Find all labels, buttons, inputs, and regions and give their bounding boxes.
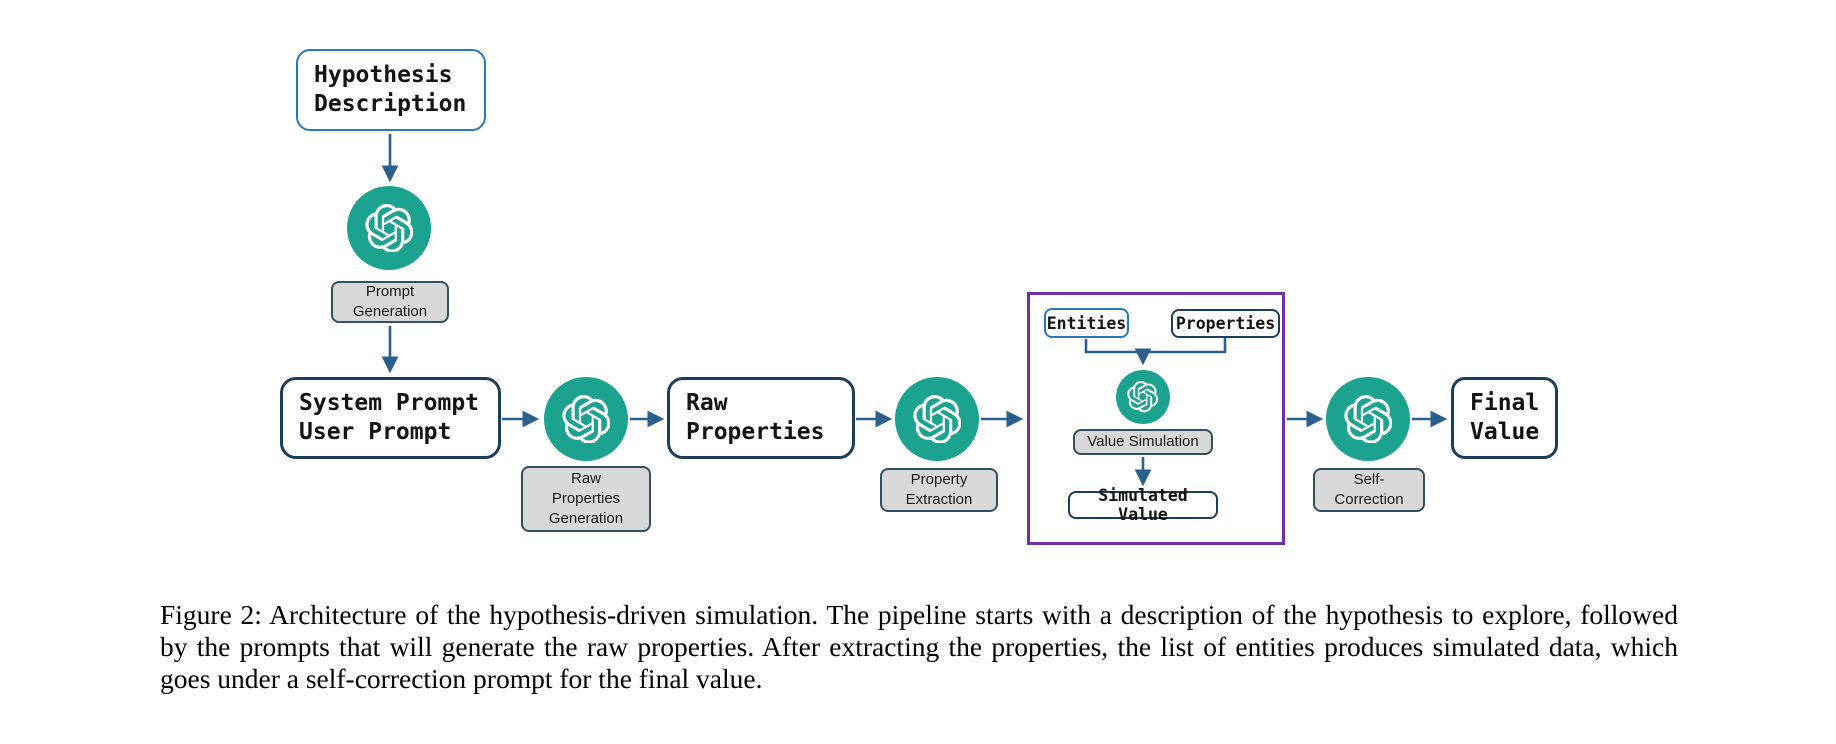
raw-properties-generation-label: Raw Properties Generation	[521, 466, 651, 532]
entities-node: Entities	[1044, 308, 1129, 338]
value-simulation-label: Value Simulation	[1073, 429, 1213, 455]
self-correction-llm-icon	[1326, 377, 1410, 461]
value-simulation-llm-icon	[1116, 370, 1170, 424]
hypothesis-description-node: Hypothesis Description	[296, 49, 486, 131]
system-user-prompt-node: System Prompt User Prompt	[280, 377, 501, 459]
properties-node: Properties	[1171, 309, 1280, 338]
final-value-node: Final Value	[1451, 377, 1558, 459]
raw-properties-generation-llm-icon	[544, 377, 628, 461]
property-extraction-llm-icon	[895, 377, 979, 461]
prompt-generation-label: Prompt Generation	[331, 281, 449, 323]
prompt-generation-llm-icon	[347, 186, 431, 270]
raw-properties-node: Raw Properties	[667, 377, 855, 459]
figure-caption: Figure 2: Architecture of the hypothesis…	[160, 599, 1678, 694]
simulation-group-box	[1027, 292, 1285, 545]
self-correction-label: Self- Correction	[1313, 468, 1425, 512]
simulated-value-node: Simulated Value	[1068, 486, 1218, 524]
property-extraction-label: Property Extraction	[880, 468, 998, 512]
